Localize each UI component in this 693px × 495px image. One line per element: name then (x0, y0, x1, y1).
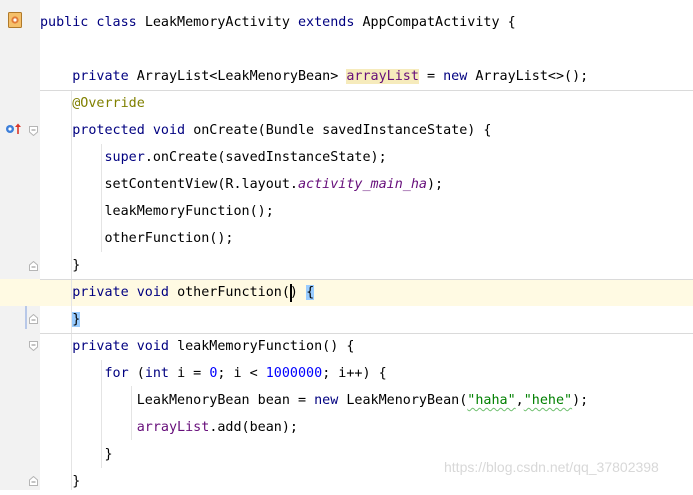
code-token: leakMemoryFunction() { (177, 339, 355, 354)
code-token: leakMemoryFunction(); (40, 204, 274, 219)
method-separator (40, 90, 693, 91)
code-token: extends (298, 15, 363, 30)
editor-gutter[interactable] (0, 0, 40, 490)
code-token: private void (40, 285, 178, 300)
code-token: private void (40, 339, 178, 354)
code-editor[interactable]: public class LeakMemoryActivity extends … (40, 0, 693, 490)
code-token: otherFunction() (177, 285, 307, 300)
method-separator (40, 333, 693, 334)
code-token: super (40, 150, 145, 165)
code-token: private (40, 69, 137, 84)
fold-marker-icon[interactable] (29, 314, 38, 324)
code-token: ArrayList<>(); (475, 69, 589, 84)
code-token: ); (572, 393, 589, 408)
code-line[interactable]: for (int i = 0; i < 1000000; i++) { (40, 360, 693, 387)
code-token: arrayList (346, 69, 419, 84)
code-token: LeakMenoryBean( (346, 393, 468, 408)
current-line-highlight (0, 279, 693, 306)
code-token: @Override (40, 96, 145, 111)
method-separator (40, 279, 693, 280)
code-token: setContentView(R.layout. (40, 177, 298, 192)
code-line[interactable]: super.onCreate(savedInstanceState); (40, 144, 693, 171)
code-token: i = (177, 366, 210, 381)
code-token: ; i < (217, 366, 266, 381)
code-line[interactable]: LeakMenoryBean bean = new LeakMenoryBean… (40, 387, 693, 414)
indent-guide (101, 144, 102, 252)
fold-marker-icon[interactable] (29, 341, 38, 351)
code-token: { (306, 285, 315, 300)
code-token: } (40, 258, 81, 273)
code-line[interactable]: protected void onCreate(Bundle savedInst… (40, 117, 693, 144)
code-token: ( (136, 366, 145, 381)
code-token: ArrayList<LeakMenoryBean> (136, 69, 347, 84)
text-caret (290, 284, 292, 302)
code-token: } (72, 312, 81, 327)
code-token: AppCompatActivity { (362, 15, 516, 30)
fold-marker-icon[interactable] (29, 476, 38, 486)
code-line[interactable]: arrayList.add(bean); (40, 414, 693, 441)
code-line[interactable]: } (40, 441, 693, 468)
code-token: new (443, 69, 476, 84)
code-token: arrayList (136, 420, 210, 435)
code-token: , (515, 393, 524, 408)
code-line[interactable]: } (40, 252, 693, 279)
code-line[interactable]: } (40, 306, 693, 333)
code-token: = (418, 69, 444, 84)
class-file-icon[interactable] (8, 12, 22, 28)
code-token: protected void (40, 123, 194, 138)
code-token: public class (40, 15, 145, 30)
watermark: https://blog.csdn.net/qq_37802398 (444, 459, 659, 475)
indent-guide (101, 360, 102, 468)
fold-marker-icon[interactable] (29, 261, 38, 271)
code-token: ); (426, 177, 444, 192)
code-token: 1000000 (265, 366, 323, 381)
code-token: activity_main_ha (297, 177, 427, 192)
code-line[interactable]: leakMemoryFunction(); (40, 198, 693, 225)
code-token (40, 420, 137, 435)
code-line[interactable]: private ArrayList<LeakMenoryBean> arrayL… (40, 63, 693, 90)
code-token: } (40, 447, 113, 462)
code-token: LeakMenoryBean bean = (40, 393, 315, 408)
code-line[interactable]: } (40, 468, 693, 495)
overrides-method-icon[interactable] (5, 122, 21, 136)
code-token: } (40, 474, 81, 489)
indent-guide (71, 90, 72, 490)
code-token: .onCreate(savedInstanceState); (144, 150, 387, 165)
code-token: "hehe" (523, 393, 573, 408)
code-token: int (144, 366, 178, 381)
code-token: onCreate(Bundle savedInstanceState) { (193, 123, 492, 138)
indent-guide (131, 386, 132, 440)
code-token (40, 312, 72, 327)
code-token: "haha" (467, 393, 516, 408)
code-token: otherFunction(); (40, 231, 234, 246)
code-line[interactable]: @Override (40, 90, 693, 117)
code-token: ; i++) { (322, 366, 387, 381)
code-token: .add(bean); (209, 420, 298, 435)
code-line[interactable]: setContentView(R.layout.activity_main_ha… (40, 171, 693, 198)
code-line[interactable]: private void otherFunction() { (40, 279, 693, 306)
code-token: for (40, 366, 137, 381)
code-token: new (314, 393, 347, 408)
code-line[interactable] (40, 36, 693, 63)
code-line[interactable]: otherFunction(); (40, 225, 693, 252)
code-line[interactable]: public class LeakMemoryActivity extends … (40, 9, 693, 36)
code-line[interactable]: private void leakMemoryFunction() { (40, 333, 693, 360)
code-token: 0 (209, 366, 218, 381)
code-token: LeakMemoryActivity (144, 15, 298, 30)
fold-marker-icon[interactable] (29, 126, 38, 136)
